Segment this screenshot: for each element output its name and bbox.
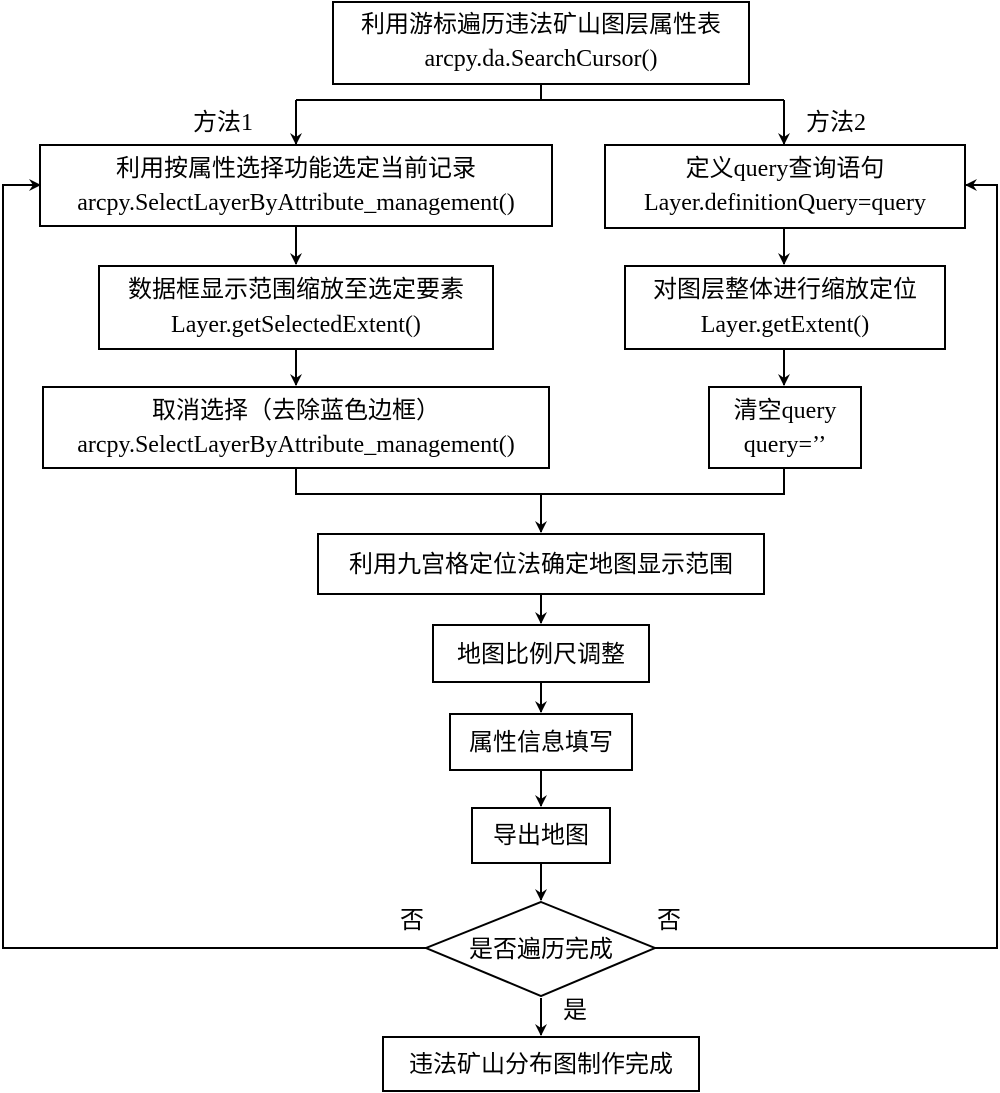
node-method1-clear: 取消选择（去除蓝色边框） arcpy.SelectLayerByAttribut… — [42, 386, 550, 469]
edge-labels: 方法1 方法2 否 否 是 — [193, 109, 866, 1024]
label-method1: 方法1 — [193, 109, 253, 136]
node-end: 违法矿山分布图制作完成 — [382, 1036, 700, 1092]
node-method2-query: 定义query查询语句 Layer.definitionQuery=query — [604, 144, 966, 229]
label-yes: 是 — [563, 998, 587, 1024]
node-grid-label: 利用九宫格定位法确定地图显示范围 — [349, 551, 733, 578]
node-attr: 属性信息填写 — [449, 713, 633, 771]
edge-no-loop-right — [655, 179, 998, 949]
node-method2-zoom-line2: Layer.getExtent() — [701, 312, 870, 338]
node-start-line2: arcpy.da.SearchCursor() — [424, 46, 657, 72]
node-method1-clear-line1: 取消选择（去除蓝色边框） — [152, 397, 440, 424]
edge-no-loop-left — [2, 179, 426, 949]
node-method1-select: 利用按属性选择功能选定当前记录 arcpy.SelectLayerByAttri… — [39, 144, 553, 227]
edge-merge — [295, 468, 785, 495]
node-grid: 利用九宫格定位法确定地图显示范围 — [317, 533, 765, 595]
node-attr-label: 属性信息填写 — [469, 729, 613, 756]
label-no-left: 否 — [400, 908, 424, 934]
node-method1-zoom-line1: 数据框显示范围缩放至选定要素 — [128, 276, 464, 303]
label-no-right: 否 — [657, 908, 681, 934]
node-decision: 是否遍历完成 — [423, 900, 658, 998]
node-scale: 地图比例尺调整 — [432, 624, 650, 683]
edges — [2, 84, 998, 1036]
node-export-label: 导出地图 — [493, 822, 589, 849]
node-scale-label: 地图比例尺调整 — [457, 641, 625, 668]
node-method2-clear-line1: 清空query — [734, 397, 837, 424]
node-export: 导出地图 — [471, 807, 611, 864]
label-method2: 方法2 — [806, 109, 866, 136]
node-end-label: 违法矿山分布图制作完成 — [409, 1051, 673, 1078]
node-start-line1: 利用游标遍历违法矿山图层属性表 — [361, 11, 721, 38]
node-method2-query-line2: Layer.definitionQuery=query — [644, 190, 926, 216]
node-method2-zoom: 对图层整体进行缩放定位 Layer.getExtent() — [624, 265, 946, 350]
node-method1-select-line2: arcpy.SelectLayerByAttribute_management(… — [77, 190, 515, 216]
node-start: 利用游标遍历违法矿山图层属性表 arcpy.da.SearchCursor() — [332, 1, 750, 85]
node-method1-select-line1: 利用按属性选择功能选定当前记录 — [116, 155, 476, 182]
node-method2-clear: 清空query query=’’ — [708, 386, 862, 469]
node-method2-clear-line2: query=’’ — [744, 432, 826, 458]
node-decision-label: 是否遍历完成 — [469, 936, 613, 963]
node-method2-query-line1: 定义query查询语句 — [686, 155, 885, 182]
node-method1-zoom: 数据框显示范围缩放至选定要素 Layer.getSelectedExtent() — [98, 265, 494, 350]
node-method1-zoom-line2: Layer.getSelectedExtent() — [171, 312, 421, 338]
node-method1-clear-line2: arcpy.SelectLayerByAttribute_management(… — [77, 432, 515, 458]
node-method2-zoom-line1: 对图层整体进行缩放定位 — [653, 276, 917, 303]
